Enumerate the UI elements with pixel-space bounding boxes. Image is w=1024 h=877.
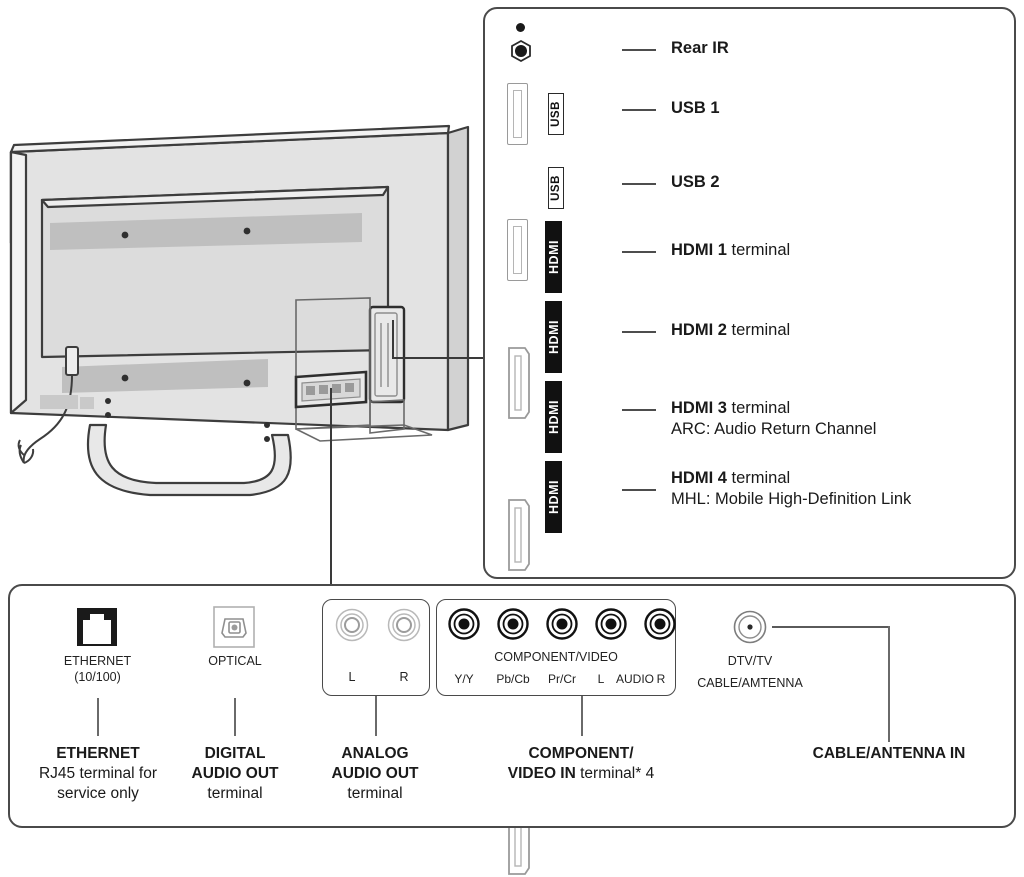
ethernet-caption-line2: (10/100) — [74, 670, 121, 684]
side-row-hdmi-1: HDMI HDMI 1 terminal — [485, 133, 1014, 419]
hdmi-badge-text: HDMI — [546, 480, 561, 514]
leader-dash-hdmi-1 — [622, 251, 656, 253]
hdmi-badge-text: HDMI — [546, 240, 561, 274]
optical-callout-line2: AUDIO OUT — [191, 765, 279, 782]
usb-badge: USB — [548, 93, 564, 135]
rca-jack-dark-icon — [448, 608, 480, 640]
usb-port-icon — [507, 83, 528, 145]
leader-dash-hdmi-2 — [622, 331, 656, 333]
tv-stand — [86, 423, 292, 497]
diagram-root: Rear IR USB USB 1 USB USB 2 — [8, 7, 1016, 875]
label-hdmi-3: HDMI 3 — [671, 399, 727, 417]
usb-badge-text: USB — [550, 175, 562, 201]
label-hdmi-4-rest: terminal — [726, 469, 791, 487]
leader-dash-hdmi-3 — [622, 409, 656, 411]
optical-callout-line1: DIGITAL — [204, 745, 266, 762]
rca-jack-dark-icon — [546, 608, 578, 640]
label-hdmi-4: HDMI 4 — [671, 469, 727, 487]
analog-audio-callout-line2: AUDIO OUT — [331, 765, 419, 782]
leader-antenna-horizontal — [772, 626, 889, 628]
hdmi-badge: HDMI — [545, 461, 562, 533]
rca-jack-light-icon — [387, 608, 421, 642]
hdmi-badge-text: HDMI — [546, 400, 561, 434]
rear-ir-dot-icon — [516, 23, 525, 32]
hdmi-badge: HDMI — [545, 301, 562, 373]
label-hdmi-3-rest: terminal — [726, 399, 791, 417]
component-label-pb: Pb/Cb — [496, 672, 530, 686]
side-row-hdmi-2: HDMI HDMI 2 terminal — [485, 205, 1014, 571]
label-hdmi-2-rest: terminal — [726, 321, 791, 339]
side-terminals-panel: Rear IR USB USB 1 USB USB 2 — [483, 7, 1016, 875]
leader-optical — [234, 698, 236, 736]
component-label-y: Y/Y — [454, 672, 474, 686]
hdmi-port-icon — [506, 497, 530, 571]
coaxial-connector-icon — [733, 610, 767, 644]
label-hdmi-4-sub: MHL: Mobile High-Definition Link — [671, 490, 912, 508]
component-label-r: R — [656, 672, 666, 686]
side-row-usb-1: USB USB 1 — [485, 9, 1014, 145]
hdmi-badge: HDMI — [545, 221, 562, 293]
tv-rear-view-illustration — [9, 124, 470, 497]
leader-ethernet — [97, 698, 99, 736]
component-callout-line1: COMPONENT/ — [528, 745, 634, 762]
component-label-pr: Pr/Cr — [548, 672, 576, 686]
leader-component-video — [581, 696, 583, 736]
ethernet-caption-line1: ETHERNET — [63, 654, 132, 668]
usb-badge-text: USB — [550, 101, 562, 127]
leader-line-side-stub — [392, 320, 394, 359]
mount-screw-dots — [105, 227, 270, 442]
leader-dash-rear-ir — [622, 49, 656, 51]
rear-ir-sensor-icon — [511, 39, 531, 63]
usb-badge: USB — [548, 167, 564, 209]
leader-antenna-vertical — [888, 626, 890, 742]
hdmi-port-icon — [506, 345, 530, 419]
component-callout-line2: VIDEO IN — [507, 765, 576, 782]
analog-audio-label-r: R — [399, 670, 409, 684]
ethernet-callout-line3: service only — [57, 785, 139, 802]
label-hdmi-1: HDMI 1 — [671, 241, 727, 259]
optical-callout-line3: terminal — [207, 785, 263, 802]
rca-jack-dark-icon — [497, 608, 529, 640]
label-usb-2: USB 2 — [671, 173, 720, 191]
side-row-hdmi-4: HDMI HDMI 4 terminal MHL: Mobile High-De… — [485, 349, 1014, 875]
ethernet-rj45-icon — [77, 608, 117, 646]
rca-jack-dark-icon — [644, 608, 676, 640]
analog-audio-callout-line3: terminal — [347, 785, 403, 802]
hdmi-badge: HDMI — [545, 381, 562, 453]
antenna-callout-line1: CABLE/ANTENNA IN — [812, 745, 966, 762]
leader-analog-audio — [375, 696, 377, 736]
usb-port-icon — [507, 219, 528, 281]
component-callout-line2-rest: terminal* 4 — [575, 765, 655, 782]
antenna-caption-line2: CABLE/AMTENNA — [697, 676, 803, 690]
optical-toslink-icon — [213, 606, 255, 648]
rear-terminals-panel: ETHERNET (10/100) ETHERNET RJ45 terminal… — [8, 584, 1016, 828]
leader-dash-hdmi-4 — [622, 489, 656, 491]
rca-jack-light-icon — [335, 608, 369, 642]
ethernet-callout-line1: ETHERNET — [56, 745, 140, 762]
label-rear-ir: Rear IR — [671, 39, 729, 57]
component-label-l: L — [597, 672, 605, 686]
label-hdmi-1-rest: terminal — [726, 241, 791, 259]
label-hdmi-3-sub: ARC: Audio Return Channel — [671, 420, 877, 438]
antenna-caption-line1: DTV/TV — [727, 654, 773, 668]
label-hdmi-2: HDMI 2 — [671, 321, 727, 339]
analog-audio-label-l: L — [348, 670, 356, 684]
leader-line-side-ports — [392, 357, 484, 359]
optical-caption-line1: OPTICAL — [208, 654, 262, 668]
hdmi-badge-text: HDMI — [546, 320, 561, 354]
analog-audio-callout-line1: ANALOG — [341, 745, 409, 762]
component-audio-label: AUDIO — [615, 672, 654, 686]
leader-dash-usb-2 — [622, 183, 656, 185]
leader-dash-usb-1 — [622, 109, 656, 111]
rca-jack-dark-icon — [595, 608, 627, 640]
side-row-usb-2: USB USB 2 — [485, 71, 1014, 281]
leader-line-bottom-ports — [330, 388, 332, 584]
label-usb-1: USB 1 — [671, 99, 720, 117]
component-video-group-caption: COMPONENT/VIDEO — [494, 650, 618, 664]
ethernet-callout-line2: RJ45 terminal for — [38, 765, 157, 782]
